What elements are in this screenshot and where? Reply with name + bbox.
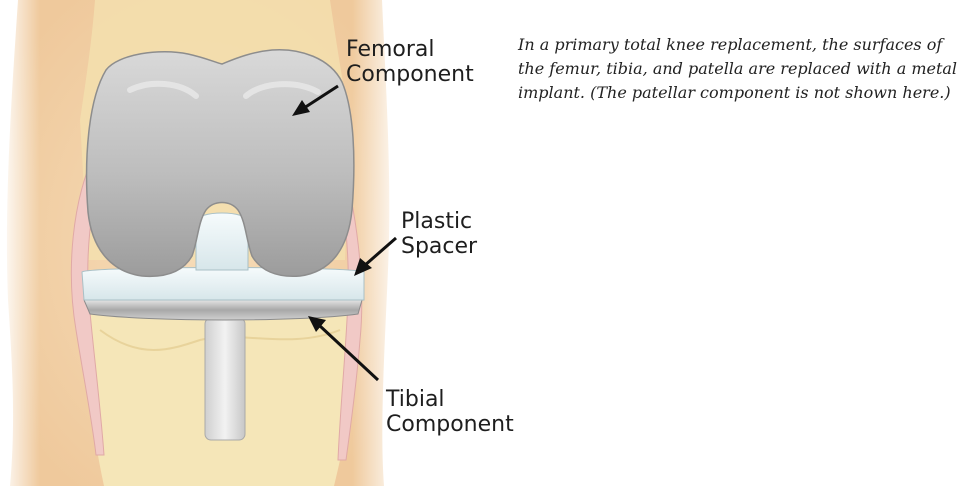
plastic-spacer-label: Plastic Spacer (401, 209, 477, 259)
plastic-label-line-2: Spacer (401, 234, 477, 259)
femoral-label-line-2: Component (346, 62, 474, 87)
plastic-label-line-1: Plastic (401, 209, 477, 234)
plastic-spacer (82, 268, 364, 301)
tibial-label-line-1: Tibial (386, 387, 514, 412)
tibial-tray (84, 300, 362, 320)
spacer-post (196, 213, 248, 270)
femoral-component-label: Femoral Component (346, 37, 474, 87)
tibial-component-label: Tibial Component (386, 387, 514, 437)
femoral-label-line-1: Femoral (346, 37, 474, 62)
caption-text: In a primary total knee replacement, the… (518, 33, 958, 105)
tibial-stem (205, 318, 245, 440)
tibial-label-line-2: Component (386, 412, 514, 437)
skin-fade-left (0, 0, 40, 486)
